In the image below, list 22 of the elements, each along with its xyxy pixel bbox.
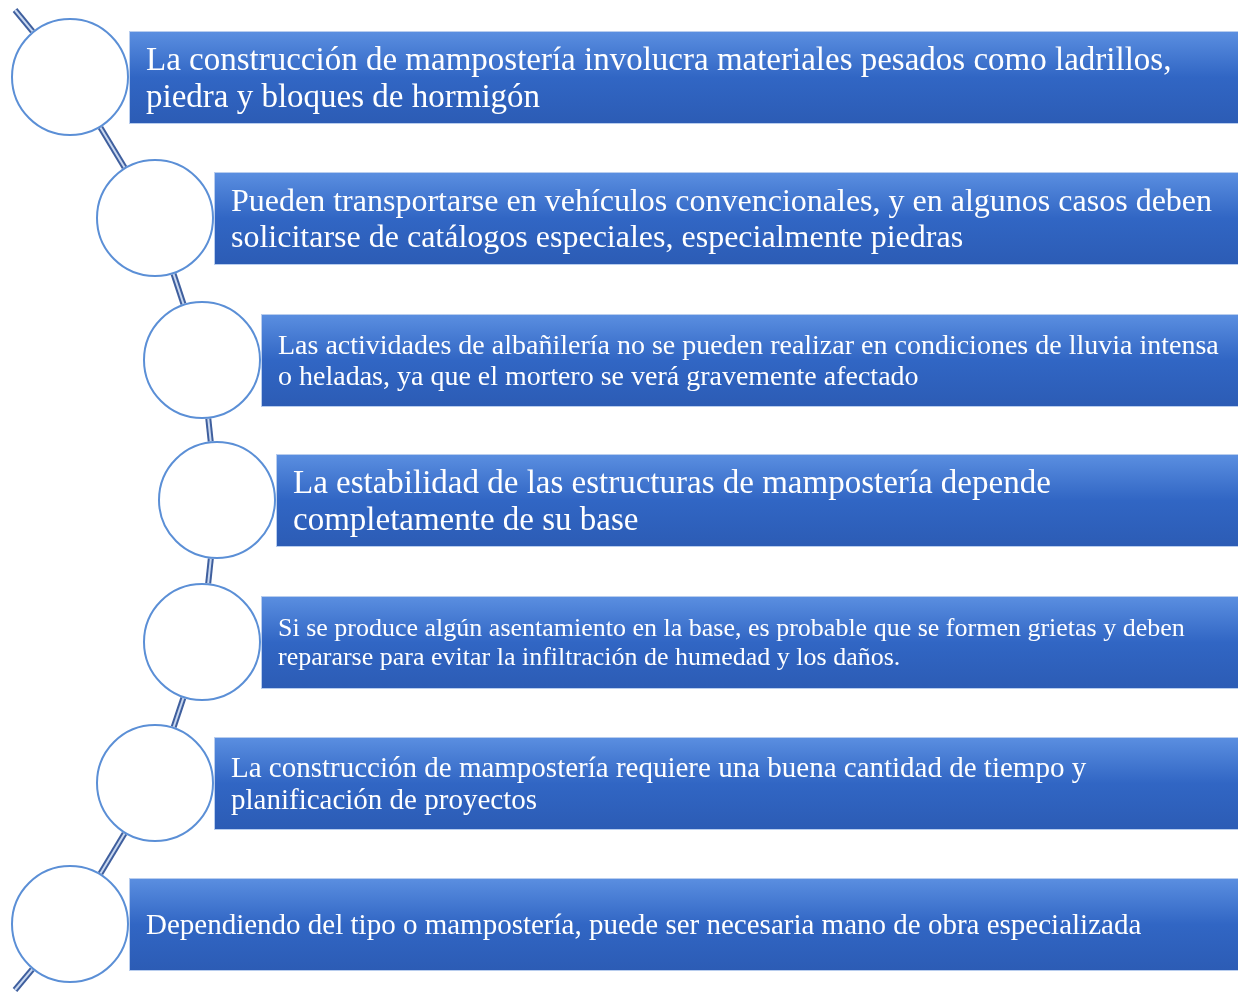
connector-line xyxy=(97,831,128,876)
text-banner xyxy=(214,172,1238,265)
connector-line xyxy=(205,557,214,585)
banner-text: Las actividades de albañilería no se pueden realizar en condiciones de lluvia intensa o heladas, ya que el mortero se verá gravemente afectado xyxy=(278,329,1220,392)
connector-line xyxy=(205,417,214,443)
text-banner xyxy=(129,878,1238,971)
banner-text: La estabilidad de las estructuras de mampostería depende completamente de su base xyxy=(293,464,1052,537)
banner-text: Pueden transportarse en vehículos convencionales, y en algunos casos deben solicitarse de catálogos especiales, especialmente piedras xyxy=(231,183,1214,254)
banner-text: Si se produce algún asentamiento en la base, es probable que se formen grietas y deben repararse para evitar la infiltración de humedad y los daños. xyxy=(278,613,1186,672)
banner-text: Dependiendo del tipo o mampostería, puede ser necesaria mano de obra especializada xyxy=(146,908,1142,941)
connector-line xyxy=(12,8,35,34)
text-banner xyxy=(261,314,1238,407)
banner-text: La construcción de mampostería requiere una buena cantidad de tiempo y planificación de proyectos xyxy=(231,751,1088,816)
connector-line xyxy=(12,967,35,992)
banner-text: La construcción de mampostería involucra materiales pesados como ladrillos, piedra y bloques de hormigón xyxy=(146,41,1173,114)
text-banner xyxy=(129,31,1238,124)
text-banner xyxy=(214,737,1238,830)
connector-line xyxy=(97,125,128,170)
connector-line xyxy=(170,696,187,729)
connector-line xyxy=(170,273,187,305)
text-banner xyxy=(276,454,1238,547)
text-banner xyxy=(261,596,1238,689)
